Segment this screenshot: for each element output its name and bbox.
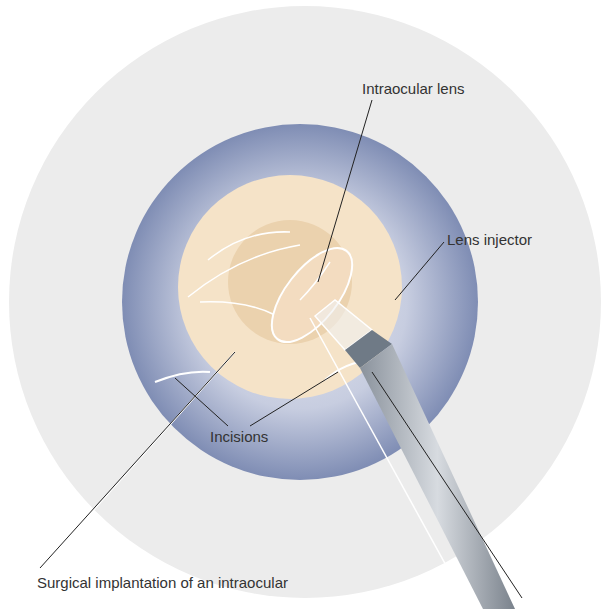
part-label: Lens injector bbox=[447, 231, 532, 249]
leader-line bbox=[250, 372, 338, 426]
incision-line bbox=[155, 372, 210, 382]
guide-line bbox=[310, 318, 470, 609]
lens-injector bbox=[360, 344, 515, 609]
caption: Surgical implantation of an intraocular bbox=[37, 574, 288, 592]
leader-line bbox=[318, 100, 372, 282]
leader-line bbox=[175, 378, 228, 426]
incision-line bbox=[208, 232, 290, 260]
part-label: Intraocular lens bbox=[362, 80, 465, 98]
leader-line bbox=[40, 352, 235, 568]
part-label: Incisions bbox=[210, 428, 268, 446]
leader-line bbox=[395, 242, 444, 300]
leader-line bbox=[372, 372, 522, 598]
guide-line bbox=[40, 352, 235, 570]
lens-haptic bbox=[300, 262, 330, 300]
incision-line bbox=[200, 302, 275, 315]
sclera bbox=[9, 6, 601, 598]
